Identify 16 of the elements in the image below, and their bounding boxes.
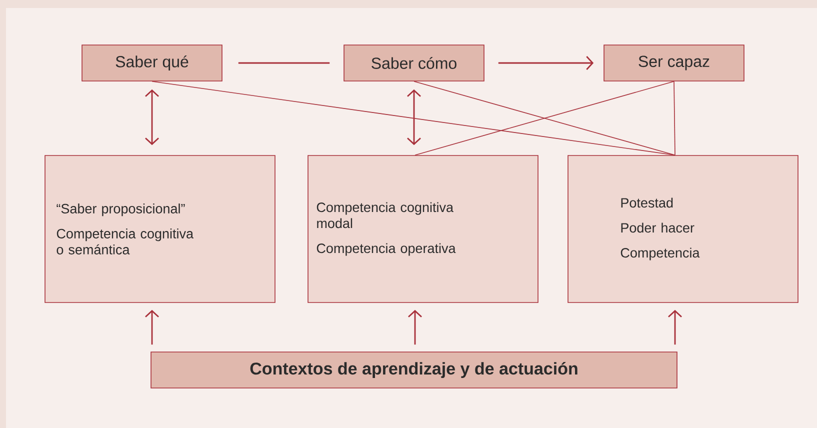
description-box: “Saber proposicional” Competencia cognitiva o semántica xyxy=(44,155,276,303)
description-box: Potestad Poder hacer Competencia xyxy=(568,155,798,303)
context-box: Contextos de aprendizaje y de actuación xyxy=(150,352,678,388)
connector-line xyxy=(674,81,676,156)
arrow xyxy=(408,310,422,345)
arrow xyxy=(145,89,159,146)
arrow xyxy=(498,56,594,70)
connector-line xyxy=(238,62,330,64)
connector-line xyxy=(152,81,676,156)
concept-box: Saber cómo xyxy=(344,44,484,82)
arrow xyxy=(145,310,159,345)
arrow xyxy=(407,89,421,146)
arrow xyxy=(668,310,682,345)
description-box: Competencia cognitiva modal Competencia operativa xyxy=(308,155,538,303)
concept-box: Ser capaz xyxy=(604,44,744,82)
concept-box: Saber qué xyxy=(82,44,222,82)
